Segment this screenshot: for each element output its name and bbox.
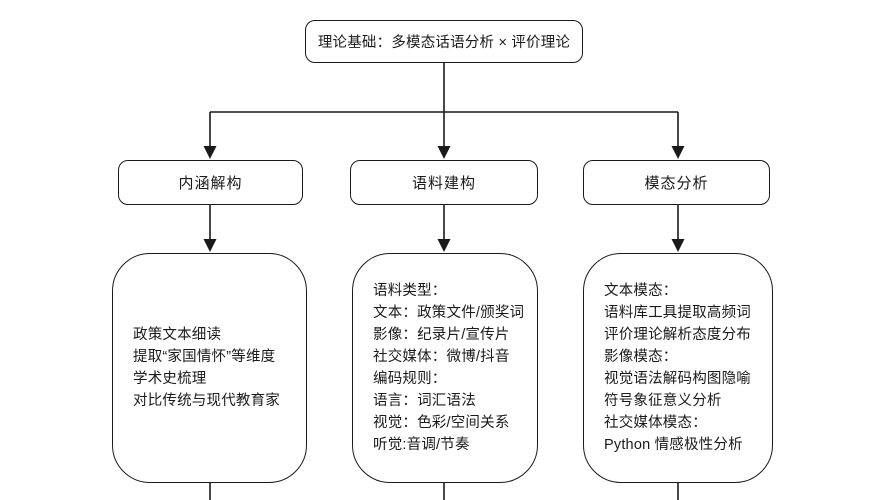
node-connotation-label: 内涵解构 (178, 175, 243, 192)
node-theory-foundation-label: 理论基础：多模态话语分析 × 评价理论 (317, 35, 571, 51)
node-modality-label: 模态分析 (644, 175, 709, 192)
detail-line: 影像模态： (604, 349, 678, 365)
modality-detail-lines: 文本模态： 语料库工具提取高频词评价理论解析态度分布影像模态： 视觉语法解码构图隐喻… (584, 280, 772, 456)
detail-line: 语言：词汇语法 (373, 393, 476, 409)
detail-line: 政策文本细读 (133, 327, 222, 343)
detail-line: 提取“家国情怀”等维度 (133, 349, 276, 365)
detail-line: 社交媒体：微博/抖音 (373, 349, 510, 365)
arrowhead-icon (437, 146, 451, 159)
connector-group (209, 63, 679, 500)
detail-line: 社交媒体模态： (604, 415, 707, 431)
node-corpus-construction: 语料建构 (350, 160, 538, 205)
node-theory-foundation: 理论基础：多模态话语分析 × 评价理论 (305, 20, 583, 63)
detail-line: 学术史梳理 (133, 371, 207, 387)
detail-line: 文本：政策文件/颁奖词 (373, 305, 525, 321)
detail-line: 符号象征意义分析 (604, 393, 722, 409)
node-modality-details: 文本模态： 语料库工具提取高频词评价理论解析态度分布影像模态： 视觉语法解码构图隐喻… (583, 253, 773, 483)
node-connotation-details: 政策文本细读提取“家国情怀”等维度学术史梳理对比传统与现代教育家 (112, 253, 307, 483)
node-corpus-label: 语料建构 (411, 175, 476, 192)
arrowheads (203, 146, 685, 252)
detail-line: 听觉:音调/节奏 (373, 437, 470, 453)
node-corpus-details: 语料类型： 文本：政策文件/颁奖词影像：纪录片/宣传片社交媒体：微博/抖音编码规则… (352, 253, 538, 483)
arrowhead-icon (203, 146, 217, 159)
node-connotation-deconstruction: 内涵解构 (118, 160, 303, 205)
arrowhead-icon (437, 239, 451, 252)
detail-line: Python 情感极性分析 (604, 437, 743, 453)
detail-line: 影像：纪录片/宣传片 (373, 327, 510, 343)
corpus-detail-lines: 语料类型： 文本：政策文件/颁奖词影像：纪录片/宣传片社交媒体：微博/抖音编码规则… (353, 280, 537, 456)
arrowhead-icon (671, 146, 685, 159)
detail-line: 文本模态： (604, 283, 678, 299)
detail-line: 对比传统与现代教育家 (133, 393, 280, 409)
detail-line: 视觉语法解码构图隐喻 (604, 371, 751, 387)
detail-line: 语料类型： (373, 283, 447, 299)
arrowhead-icon (671, 239, 685, 252)
node-modality-analysis: 模态分析 (583, 160, 770, 205)
detail-line: 视觉：色彩/空间关系 (373, 415, 510, 431)
detail-line: 评价理论解析态度分布 (604, 327, 751, 343)
detail-line: 语料库工具提取高频词 (604, 305, 751, 321)
arrowhead-icon (203, 239, 217, 252)
detail-line: 编码规则： (373, 371, 447, 387)
connotation-detail-lines: 政策文本细读提取“家国情怀”等维度学术史梳理对比传统与现代教育家 (113, 324, 306, 412)
